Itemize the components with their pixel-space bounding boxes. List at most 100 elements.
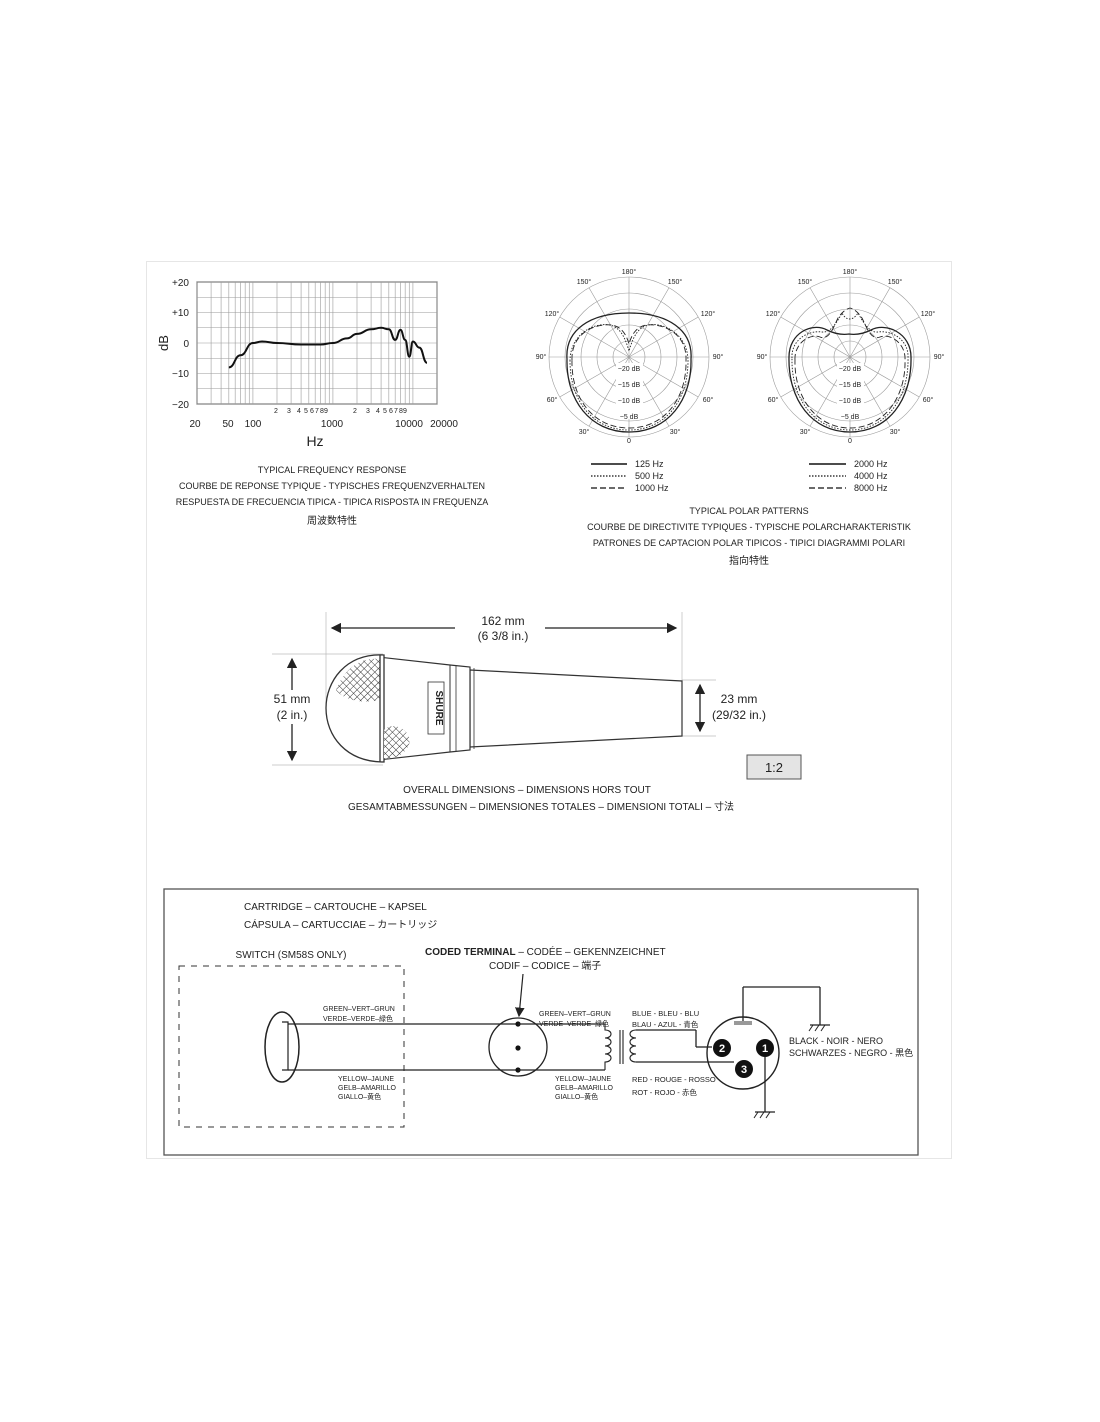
polar-angle-label: 150°: [668, 278, 683, 286]
polar-ring-labels: −20 dB −15 dB −10 dB −5 dB: [616, 363, 643, 421]
fr-x-tick: 50: [222, 419, 234, 430]
black-wire-label: BLACK - NOIR - NERO: [789, 1036, 883, 1046]
polar-ring-label: −10 dB: [839, 398, 862, 405]
polar-spoke: [780, 316, 920, 398]
dimensions-drawing: 162 mm (6 3/8 in.) 51 mm (2 in.) 23 mm (…: [266, 612, 802, 813]
wire-label: VERDE–VERDE–緑色: [323, 1014, 393, 1023]
fr-minor-label: 6: [389, 408, 393, 415]
polar-ring-label: −5 dB: [620, 414, 639, 421]
polar-angle-label: 30°: [579, 428, 590, 436]
wire-label: GIALLO–黄色: [338, 1092, 381, 1101]
mic-grille-mesh: [384, 726, 410, 759]
polar-curve-8000hz: [794, 307, 906, 429]
fr-caption: TYPICAL FREQUENCY RESPONSE COURBE DE REP…: [176, 465, 488, 527]
tail-mm: 23 mm: [721, 692, 758, 706]
mic-brand-logo: SHURE: [433, 690, 444, 725]
polar-ring-label: −20 dB: [839, 366, 862, 373]
polar-caption-line: TYPICAL POLAR PATTERNS: [689, 506, 808, 516]
transformer-secondary: [629, 1029, 637, 1063]
polar-angle-label: 90°: [713, 353, 724, 361]
fr-grid: [196, 281, 438, 405]
polar-ring-label: −10 dB: [618, 398, 641, 405]
wire-label: YELLOW–JAUNE: [338, 1076, 394, 1083]
legend-label: 8000 Hz: [854, 483, 888, 493]
fr-y-axis-label: dB: [156, 335, 171, 351]
polar-angle-label: 90°: [536, 353, 547, 361]
fr-x-tick: 10000: [395, 419, 423, 430]
polar-legend-left: 125 Hz 500 Hz 1000 Hz: [591, 459, 669, 493]
polar-angle-label: 0: [848, 438, 852, 445]
polar-angle-label: 180°: [843, 268, 858, 276]
fr-caption-line: RESPUESTA DE FRECUENCIA TIPICA - TIPICA …: [176, 497, 488, 507]
fr-x-tick: 20: [189, 419, 201, 430]
legend-label: 500 Hz: [635, 471, 664, 481]
polar-angle-labels: 180° 150° 150° 120° 120° 90° 90° 60° 60°…: [757, 268, 945, 445]
length-label-bg: [455, 614, 545, 646]
wiring-frame: [163, 888, 919, 1156]
coded-terminal-bold: CODED TERMINAL: [425, 947, 516, 958]
wire-label: BLAU - AZUL - 青色: [632, 1019, 699, 1029]
wire-label: YELLOW–JAUNE: [555, 1076, 611, 1083]
fr-y-tick: −20: [172, 400, 189, 411]
fr-x-ticks: 20 50 100 1000 10000 20000: [189, 419, 458, 430]
fr-minor-labels-a: 2 3 4 5 6 7 8 9: [274, 408, 328, 415]
ground-icon: [808, 1024, 830, 1032]
fr-minor-label: 8: [399, 408, 403, 415]
fr-minor-labels-b: 2 3 4 5 6 7 8 9: [353, 408, 407, 415]
legend-label: 125 Hz: [635, 459, 664, 469]
fr-minor-label: 2: [353, 408, 357, 415]
polar-angle-label: 30°: [800, 428, 811, 436]
polar-chart-high-freq: 180° 150° 150° 120° 120° 90° 90° 60° 60°…: [757, 268, 945, 445]
fr-y-ticks: +20 +10 0 −10 −20: [172, 278, 189, 411]
mic-handle: [469, 669, 683, 748]
coded-terminal-label: CODED TERMINAL – CODÉE – GEKENNZEICHNET: [425, 945, 666, 958]
pin-number: 1: [762, 1043, 768, 1055]
polar-ring-label: −5 dB: [841, 414, 860, 421]
mic-grille-mesh: [336, 658, 380, 702]
fr-minor-label: 7: [394, 408, 398, 415]
wire-label: BLUE - BLEU - BLU: [632, 1009, 699, 1018]
polar-angle-label: 90°: [934, 353, 945, 361]
ground-icon: [753, 1111, 775, 1119]
legend-label: 2000 Hz: [854, 459, 888, 469]
legend-label: 4000 Hz: [854, 471, 888, 481]
tail-in: (29/32 in.): [712, 708, 766, 722]
polar-caption-line: PATRONES DE CAPTACION POLAR TIPICOS - TI…: [593, 538, 905, 548]
polar-curve-125hz: [566, 312, 692, 433]
scale-box: [746, 754, 802, 780]
cartridge-label: CARTRIDGE – CARTOUCHE – KAPSEL: [244, 902, 427, 913]
polar-angle-label: 60°: [547, 396, 558, 404]
head-in: (2 in.): [277, 708, 308, 722]
wire-label: GELB–AMARILLO: [555, 1085, 614, 1092]
switch-label: SWITCH (SM58S ONLY): [236, 950, 347, 961]
wire-label: GELB–AMARILLO: [338, 1085, 397, 1092]
wire-label: ROT - ROJO - 赤色: [632, 1087, 697, 1097]
polar-patterns: 180° 150° 150° 120° 120° 90° 90° 60° 60°…: [536, 268, 945, 567]
coded-terminal-label-2: CODIF – CODICE – 端子: [489, 959, 601, 972]
length-in: (6 3/8 in.): [478, 629, 529, 643]
wiring-diagram: CARTRIDGE – CARTOUCHE – KAPSEL CÁPSULA –…: [163, 888, 919, 1156]
fr-x-tick: 20000: [430, 419, 458, 430]
fr-x-axis-label: Hz: [306, 433, 323, 449]
switch-dashed-box: [178, 965, 405, 1128]
polar-angle-label: 150°: [798, 278, 813, 286]
polar-angle-labels: 180° 150° 150° 120° 120° 90° 90° 60° 60°…: [536, 268, 724, 445]
fr-y-tick: +10: [172, 308, 189, 319]
fr-minor-label: 4: [376, 408, 380, 415]
polar-angle-label: 60°: [768, 396, 779, 404]
xlr-key: [734, 1021, 752, 1025]
polar-ring-label: −20 dB: [618, 366, 641, 373]
mic-logo-plate: [427, 681, 445, 735]
polar-caption-line: COURBE DE DIRECTIVITE TYPIQUES - TYPISCH…: [587, 522, 911, 532]
polar-ring-label-bg: [837, 363, 864, 419]
scale-label: 1:2: [765, 760, 783, 775]
polar-caption: TYPICAL POLAR PATTERNS COURBE DE DIRECTI…: [587, 506, 911, 567]
fr-x-tick: 100: [245, 419, 262, 430]
polar-angle-label: 120°: [545, 310, 560, 318]
head-label-bg: [266, 690, 318, 724]
xlr-pin-1: [756, 1039, 774, 1057]
fr-caption-line: 周波数特性: [307, 514, 357, 527]
fr-minor-label: 6: [310, 408, 314, 415]
polar-ring-label: −15 dB: [839, 382, 862, 389]
